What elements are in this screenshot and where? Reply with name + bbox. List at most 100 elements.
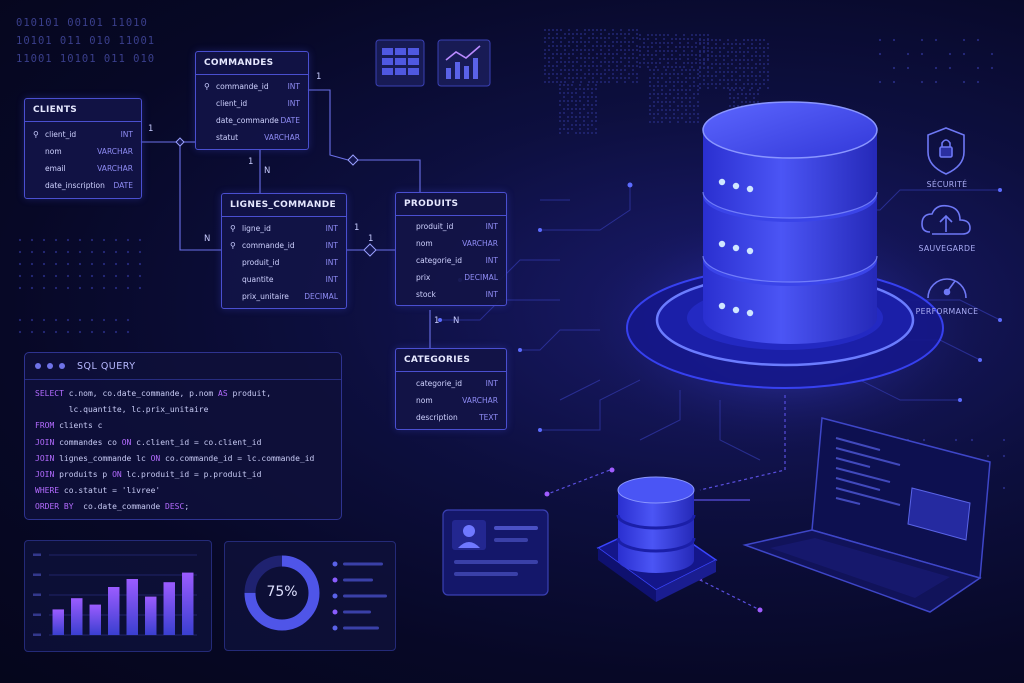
grid-dot [922,438,926,442]
map-dot [608,81,610,83]
laptop-icon [742,417,991,613]
map-dot [755,63,757,65]
map-dot [699,43,701,45]
map-dot [711,51,713,53]
map-dot [711,63,713,65]
map-dot [580,37,582,39]
map-dot [563,124,565,126]
grid-dot [66,250,70,254]
map-dot [755,51,757,53]
map-dot [559,128,561,130]
window-dot-icon [47,363,53,369]
map-dot [544,37,546,39]
map-dot [723,55,725,57]
circuit-nodes [438,182,1002,432]
grid-dot [78,274,82,278]
grid-dot [78,286,82,290]
map-dot [731,43,733,45]
map-dot [576,45,578,47]
map-dot [639,62,641,64]
grid-dot [138,274,142,278]
grid-dot [948,52,952,56]
map-dot [580,69,582,71]
map-dot [695,34,697,36]
grid-dot [18,250,22,254]
map-dot [751,67,753,69]
map-dot [663,34,665,36]
map-dot [564,53,566,55]
map-dot [647,62,649,64]
map-dot [763,67,765,69]
map-dot [737,93,739,95]
legend-dot [332,609,338,615]
map-dot [763,63,765,65]
map-dot [604,53,606,55]
map-dot [757,93,759,95]
map-dot [695,62,697,64]
map-dot [596,81,598,83]
map-dot [727,63,729,65]
user-profile-card-icon [442,509,549,596]
field-type: INT [287,99,300,108]
grid-dot [18,318,22,322]
grid-dot [90,318,94,322]
map-dot [592,37,594,39]
map-dot [767,79,769,81]
map-dot [591,88,593,90]
map-dot [612,77,614,79]
map-dot [587,116,589,118]
map-dot [592,77,594,79]
sql-text: co.date_commande [73,502,166,512]
map-dot [693,69,695,71]
grid-dot [54,262,58,266]
map-dot [595,96,597,98]
map-dot [745,97,747,99]
map-dot [653,73,655,75]
map-dot [697,113,699,115]
map-dot [643,42,645,44]
map-dot [600,81,602,83]
map-dot [657,93,659,95]
map-dot [757,89,759,91]
map-dot [588,65,590,67]
map-dot [587,128,589,130]
map-dot [727,51,729,53]
map-dot [699,75,701,77]
map-dot [699,51,701,53]
map-dot [608,45,610,47]
legend-dot [332,577,338,583]
map-dot [591,112,593,114]
map-dot [737,97,739,99]
map-dot [587,104,589,106]
map-dot [719,79,721,81]
map-dot [657,77,659,79]
map-dot [587,96,589,98]
map-dot [649,69,651,71]
map-dot [595,120,597,122]
map-dot [723,47,725,49]
grid-dot [42,262,46,266]
map-dot [572,37,574,39]
map-dot [677,89,679,91]
map-dot [685,105,687,107]
sql-keyword: AS [218,389,228,398]
map-dot [575,132,577,134]
map-dot [552,81,554,83]
cardinality-lignes-n-left: N [204,234,211,244]
map-dot [596,45,598,47]
map-dot [673,109,675,111]
field-type: DATE [280,116,300,125]
grid-dot [78,262,82,266]
sql-line: WHERE co.statut = 'livree' [35,483,331,499]
field-name: client_id [204,99,247,108]
map-dot [647,50,649,52]
map-dot [697,77,699,79]
map-dot [552,45,554,47]
grid-dot [90,274,94,278]
map-dot [715,75,717,77]
map-dot [624,65,626,67]
map-dot [616,69,618,71]
